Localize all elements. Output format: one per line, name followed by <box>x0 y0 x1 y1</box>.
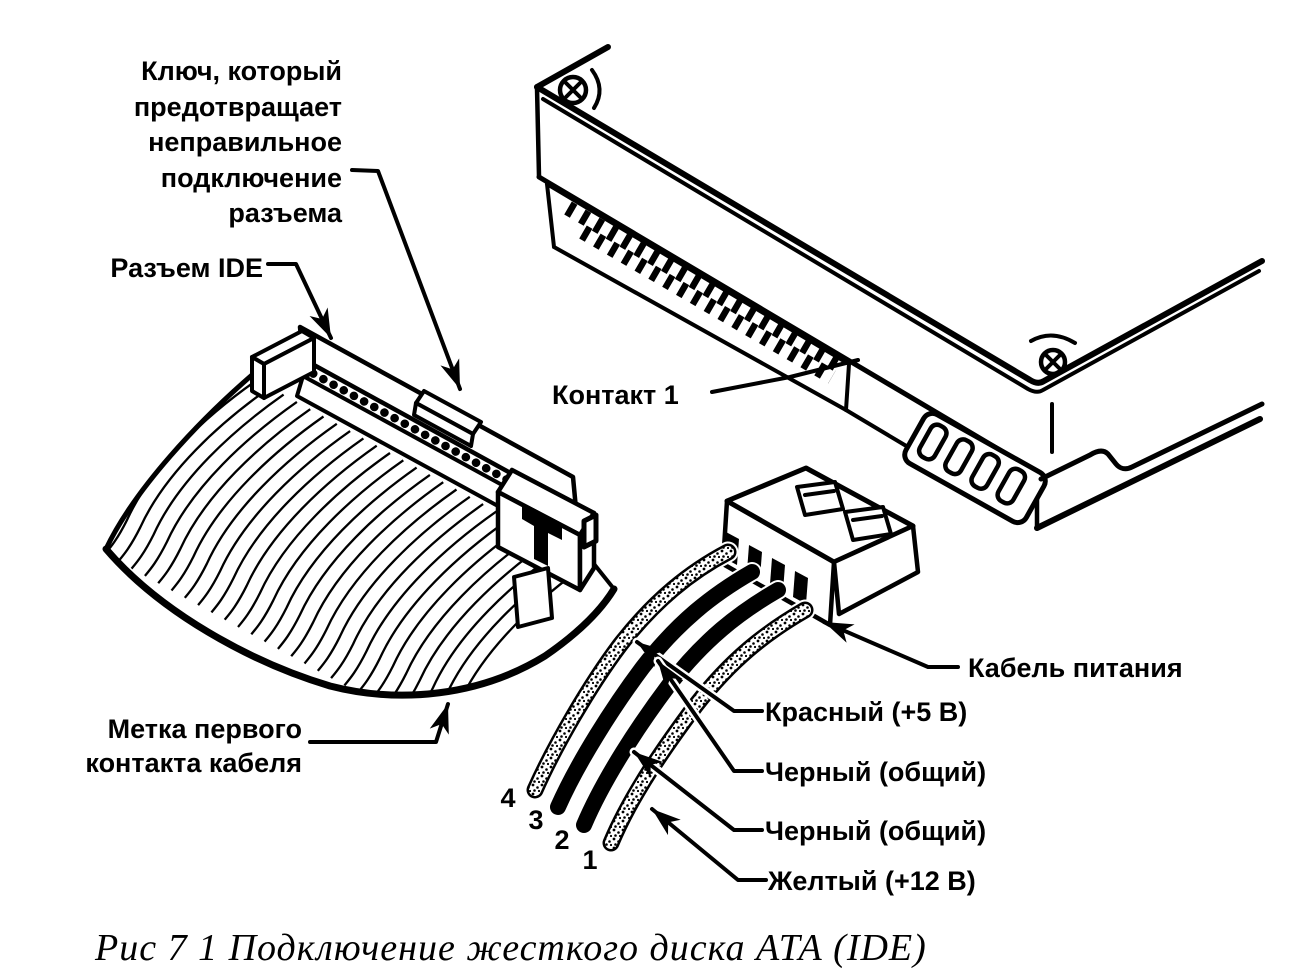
ide-connector-left-cap <box>250 329 316 400</box>
wire-number-1: 1 <box>582 845 597 875</box>
ribbon-bottom-hem <box>102 545 618 699</box>
drive-top-front-edge-inner <box>541 97 1261 394</box>
power-cable-assembly <box>524 465 921 854</box>
wire-4-red <box>524 541 739 801</box>
molex-latch-slot-a <box>795 480 845 517</box>
labels: Ключ, который предотвращает неправильное… <box>85 56 1182 896</box>
ide-connector-right-block <box>495 467 599 629</box>
leader-wire-black-2 <box>629 747 767 835</box>
wire-number-4: 4 <box>500 783 515 813</box>
molex-connector <box>724 465 921 617</box>
key-note-line-1: Ключ, который <box>141 56 342 86</box>
wire-number-2: 2 <box>554 825 569 855</box>
label-ide-connector: Разъем IDE <box>110 253 263 283</box>
key-note-line-5: разъема <box>228 198 343 228</box>
cable-mark-line-1: Метка первого <box>108 714 302 744</box>
ide-connector-key-tab <box>412 389 483 448</box>
drive-top-front-edge-outer <box>534 84 1265 386</box>
drive-left-edge <box>534 85 542 179</box>
label-wire-black-1: Черный (общий) <box>765 757 986 787</box>
screw-right-icon <box>1029 333 1077 377</box>
leader-cable-mark <box>308 702 450 744</box>
label-power-cable: Кабель питания <box>968 653 1183 683</box>
leader-power-cable <box>822 620 960 669</box>
power-wires <box>524 541 816 854</box>
drive-bottom-edge-outer <box>1034 416 1263 531</box>
label-wire-red: Красный (+5 В) <box>765 697 967 727</box>
leader-pin1 <box>710 358 860 394</box>
label-wire-yellow: Желтый (+12 В) <box>767 866 976 896</box>
label-pin1: Контакт 1 <box>552 380 679 410</box>
latch-hole-icon <box>581 512 599 550</box>
wire-3-black <box>548 562 762 817</box>
ide-connector-foot <box>512 566 554 629</box>
drive-top-far-edge <box>534 44 611 90</box>
leader-wire-yellow <box>647 804 771 885</box>
ide-cable-connector <box>250 324 599 629</box>
drive-bottom-edge-inner <box>1038 401 1265 482</box>
wire-1-yellow <box>600 599 816 854</box>
molex-right-face <box>831 523 921 617</box>
ide-pins-row-1 <box>564 201 842 372</box>
key-note-line-3: неправильное <box>148 127 342 157</box>
cable-mark-line-2: контакта кабеля <box>85 748 302 778</box>
label-cable-mark: Метка первого контакта кабеля <box>85 714 302 778</box>
ide-pin-recess <box>545 182 910 449</box>
label-key-note: Ключ, который предотвращает неправильное… <box>134 56 343 228</box>
ide-pins-row-2 <box>579 225 836 384</box>
ribbon-left-edge <box>103 372 255 552</box>
leader-key <box>350 168 462 391</box>
label-wire-black-2: Черный (общий) <box>765 816 986 846</box>
latch-slot-icon <box>522 505 562 566</box>
screw-left-icon <box>557 68 602 110</box>
leader-lines <box>266 168 960 885</box>
key-note-line-2: предотвращает <box>134 92 342 122</box>
hard-drive <box>534 44 1265 531</box>
figure-caption: Рис 7 1 Подключение жесткого диска АТА (… <box>94 927 927 969</box>
drive-power-socket <box>902 410 1048 526</box>
leader-wire-black-1 <box>653 656 767 776</box>
molex-latch-slot-b <box>843 505 893 542</box>
wire-number-3: 3 <box>528 805 543 835</box>
leader-ide-connector <box>266 262 333 340</box>
key-note-line-4: подключение <box>161 163 342 193</box>
